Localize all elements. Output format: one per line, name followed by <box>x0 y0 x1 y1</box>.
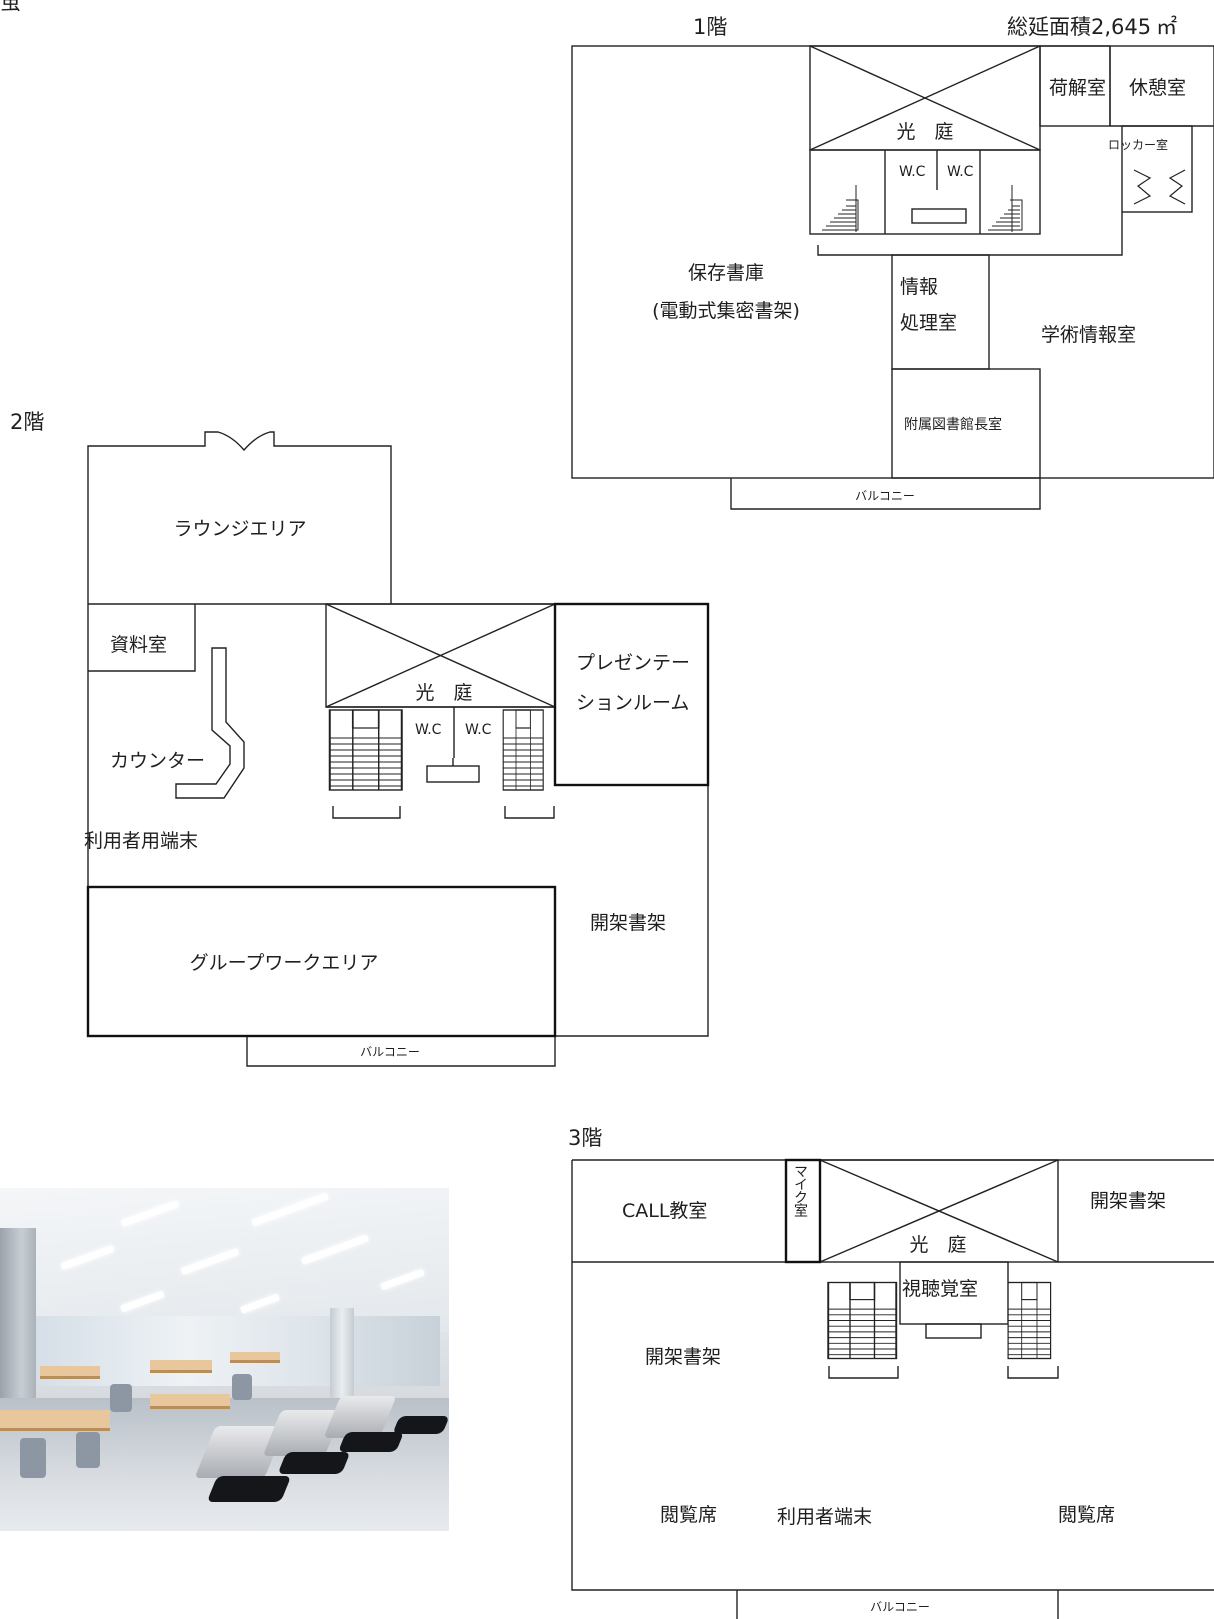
floor2-lounge: ラウンジエリア <box>173 518 307 540</box>
photo-table <box>150 1360 212 1373</box>
floor3-stairs-right <box>1007 1281 1052 1360</box>
photo-chair <box>232 1374 252 1400</box>
floor1-stacks: 保存書庫 <box>687 262 765 284</box>
floor3-reading-seats-left: 閲覧席 <box>660 1504 718 1526</box>
floor1-academic-room: 学術情報室 <box>1041 324 1137 346</box>
floor3-av-room: 視聴覚室 <box>902 1278 979 1300</box>
floor2-presentation-room-sub: ションルーム <box>576 692 690 714</box>
floor1-info-room-sub: 処理室 <box>900 312 958 334</box>
floor2-wc-left: W.C <box>415 722 442 738</box>
total-area-value: 総延面積2,645 <box>1007 15 1152 39</box>
reading-room-photo <box>0 1188 449 1531</box>
photo-table <box>230 1352 280 1363</box>
floor3-stairs-left <box>827 1281 898 1360</box>
floor3-plan <box>571 1159 1214 1619</box>
floor3-mic-room: マイク室 <box>792 1164 808 1216</box>
corner-fragment: 蛍 <box>0 0 21 14</box>
floor3-reading-seats-right: 閲覧席 <box>1058 1504 1116 1526</box>
photo-bench-seat <box>392 1416 449 1434</box>
floor1-info-room: 情報 <box>900 276 939 298</box>
floor1-stacks-sub: (電動式集密書架) <box>652 300 800 322</box>
photo-chair <box>20 1438 46 1478</box>
photo-bench-seat <box>277 1452 351 1474</box>
floor1-wc-right: W.C <box>947 164 974 180</box>
floor1-rest-room: 休憩室 <box>1129 77 1187 99</box>
photo-table <box>150 1394 230 1409</box>
floor1-unpacking-room: 荷解室 <box>1049 77 1107 99</box>
floor2-courtyard: 光 庭 <box>415 682 473 704</box>
photo-bench-seat <box>337 1432 405 1452</box>
floor3-mic-room-wall <box>784 1158 822 1264</box>
floor2-group-work-area: グループワークエリア <box>189 952 379 974</box>
floor1-wc-left: W.C <box>899 164 926 180</box>
floor2-wc-right: W.C <box>465 722 492 738</box>
floor3-open-shelves-right: 開架書架 <box>1090 1190 1167 1212</box>
floor1-director-room: 附属図書館長室 <box>904 417 1002 433</box>
floor2-counter: カウンター <box>110 750 206 772</box>
floor2-presentation-room: プレゼンテー <box>576 652 691 674</box>
floor2-open-shelves: 開架書架 <box>590 912 667 934</box>
floor1-plan <box>571 45 1214 510</box>
floor2-stairs-left <box>328 708 403 792</box>
floor2-heavy-walls <box>86 602 710 1038</box>
photo-table <box>0 1410 110 1431</box>
photo-chair <box>76 1432 100 1468</box>
area-unit: ㎡ <box>1156 15 1178 39</box>
floor2-balcony: バルコニー <box>360 1045 420 1059</box>
floor3-call-room: CALL教室 <box>622 1200 708 1222</box>
floor2-stairs-right <box>502 709 544 791</box>
floor3-title: 3階 <box>568 1126 603 1150</box>
floor3-courtyard: 光 庭 <box>909 1234 967 1256</box>
floor2-materials-room: 資料室 <box>110 634 168 656</box>
photo-bench-seat <box>206 1476 292 1502</box>
floor1-locker-room: ロッカー室 <box>1108 138 1169 152</box>
photo-chair <box>110 1384 132 1412</box>
floor2-title: 2階 <box>10 410 45 434</box>
photo-table <box>40 1366 100 1379</box>
floor1-title: 1階 <box>693 15 728 39</box>
floor1-balcony: バルコニー <box>855 489 915 503</box>
floor2-user-terminals: 利用者用端末 <box>84 830 199 852</box>
floor3-balcony: バルコニー <box>870 1600 930 1614</box>
floor3-open-shelves-left: 開架書架 <box>645 1346 722 1368</box>
floor3-user-terminals: 利用者端末 <box>777 1506 873 1528</box>
floor1-courtyard: 光 庭 <box>896 121 954 143</box>
